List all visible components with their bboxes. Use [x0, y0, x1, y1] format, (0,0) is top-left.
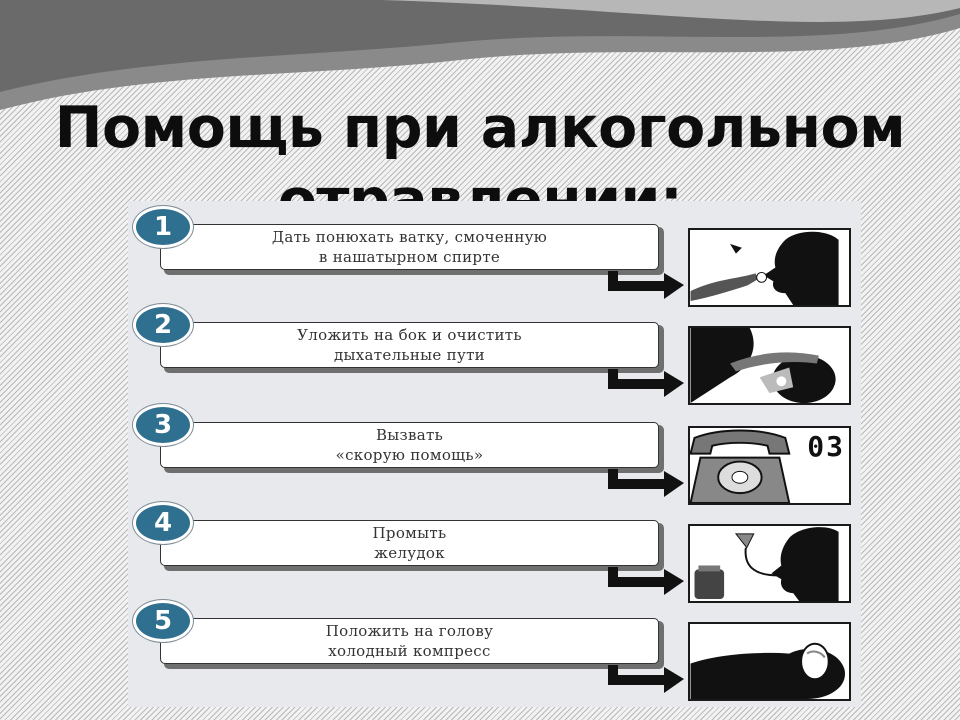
step-number-badge: 1: [133, 206, 193, 248]
step-text-box: Уложить на бок и очистить дыхательные пу…: [160, 322, 659, 368]
step-number-badge: 5: [133, 600, 193, 642]
step-1: Дать понюхать ватку, смоченную в нашатыр…: [128, 203, 861, 307]
telephone-icon: 03: [688, 426, 851, 505]
step-text-line-2: «скорую помощь»: [335, 446, 484, 464]
right-arrow-icon: [608, 665, 684, 693]
title-line-1: Помощь при алкогольном: [54, 95, 906, 161]
ammonia-sniff-icon: [688, 228, 851, 307]
clear-airway-icon: [688, 326, 851, 405]
header-swoosh: [0, 0, 960, 110]
right-arrow-icon: [608, 567, 684, 595]
step-text-line-1: Вызвать: [375, 426, 444, 444]
stomach-lavage-icon: [688, 524, 851, 603]
step-text-line-1: Дать понюхать ватку, смоченную: [271, 228, 548, 246]
instructions-panel: Дать понюхать ватку, смоченную в нашатыр…: [128, 201, 861, 707]
phone-number-label: 03: [807, 430, 845, 463]
step-text-line-1: Уложить на бок и очистить: [297, 326, 522, 344]
step-text-line-1: Положить на голову: [325, 622, 494, 640]
step-text-line-2: в нашатырном спирте: [318, 248, 501, 266]
step-5: Положить на голову холодный компресс 5: [128, 597, 861, 701]
step-text-line-1: Промыть: [372, 524, 447, 542]
slide-title: Помощь при алкогольном отравлении:: [0, 92, 960, 236]
step-number-badge: 2: [133, 304, 193, 346]
right-arrow-icon: [608, 369, 684, 397]
step-text-box: Дать понюхать ватку, смоченную в нашатыр…: [160, 224, 659, 270]
right-arrow-icon: [608, 469, 684, 497]
step-text-line-2: холодный компресс: [328, 642, 491, 660]
step-number-badge: 3: [133, 404, 193, 446]
step-2: Уложить на бок и очистить дыхательные пу…: [128, 301, 861, 405]
right-arrow-icon: [608, 271, 684, 299]
step-number-badge: 4: [133, 502, 193, 544]
step-3: Вызвать «скорую помощь» 3 03: [128, 401, 861, 505]
cold-compress-icon: [688, 622, 851, 701]
step-text-line-2: желудок: [374, 544, 445, 562]
step-text-box: Промыть желудок: [160, 520, 659, 566]
step-text-box: Вызвать «скорую помощь»: [160, 422, 659, 468]
step-text-line-2: дыхательные пути: [334, 346, 485, 364]
step-text-box: Положить на голову холодный компресс: [160, 618, 659, 664]
step-4: Промыть желудок 4: [128, 499, 861, 603]
